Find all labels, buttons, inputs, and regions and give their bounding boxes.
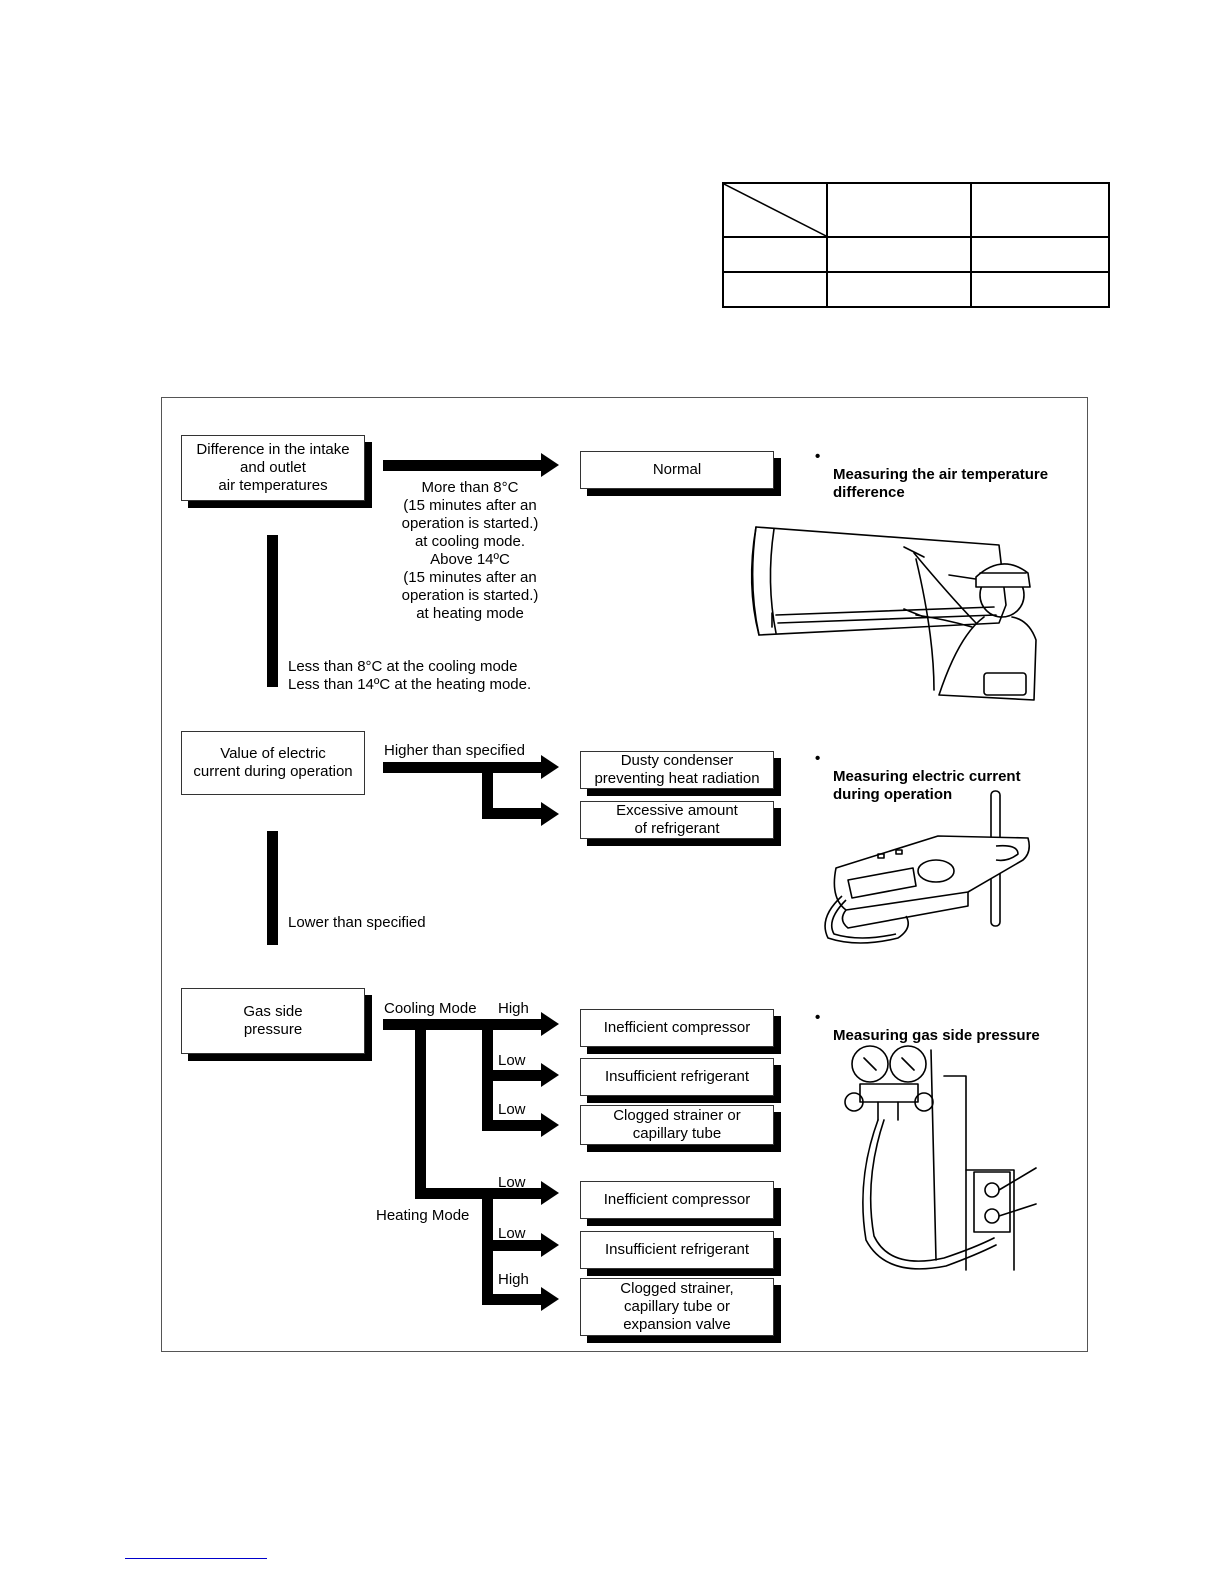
table-corner-cell — [722, 182, 828, 238]
check-box-gas-pressure: Gas side pressure — [181, 988, 365, 1054]
condition-pass-label: More than 8°C (15 minutes after an opera… — [401, 479, 539, 622]
result-insufficient-refrigerant-heating: Insufficient refrigerant — [580, 1231, 774, 1269]
clamp-meter-illustration — [824, 790, 1030, 944]
condition-lower-label: Lower than specified — [288, 914, 426, 931]
bullet-icon: • — [815, 750, 821, 767]
bullet-icon: • — [815, 448, 821, 465]
flow-bar-step1 — [267, 535, 278, 687]
note-air-temperature: •Measuring the air temperature differenc… — [815, 448, 1049, 501]
condition-fail-label: Less than 8°C at the cooling mode Less t… — [288, 658, 532, 693]
condition-higher-label: Higher than specified — [384, 742, 525, 759]
arrow-cooling-mode — [383, 1012, 559, 1137]
arrow-heating-mode — [415, 1019, 559, 1311]
result-inefficient-compressor-heating: Inefficient compressor — [580, 1181, 774, 1219]
result-insufficient-refrigerant-cooling: Insufficient refrigerant — [580, 1058, 774, 1096]
branch-level-label: Low — [498, 1174, 526, 1191]
result-normal: Normal — [580, 451, 774, 489]
result-clogged-strainer-heating: Clogged strainer, capillary tube or expa… — [580, 1278, 774, 1336]
note-gas-pressure: •Measuring gas side pressure — [815, 1009, 1040, 1044]
table-cell — [722, 271, 828, 308]
result-excessive-refrigerant: Excessive amount of refrigerant — [580, 801, 774, 839]
arrow-higher-than-specified — [383, 755, 559, 826]
table-cell — [970, 182, 1110, 238]
table-cell — [970, 236, 1110, 273]
table-cell — [826, 182, 972, 238]
arrow-to-normal — [383, 453, 559, 477]
reference-table — [722, 182, 1110, 308]
technician-measuring-air-temperature-illustration — [750, 526, 1037, 701]
result-clogged-strainer-cooling: Clogged strainer or capillary tube — [580, 1105, 774, 1145]
manifold-gauge-set-illustration — [844, 1045, 1037, 1271]
table-cell — [826, 271, 972, 308]
check-box-air-temperature: Difference in the intake and outlet air … — [181, 435, 365, 501]
troubleshooting-diagram-frame — [161, 397, 1088, 1352]
table-cell — [970, 271, 1110, 308]
check-box-electric-current: Value of electric current during operati… — [181, 731, 365, 795]
cooling-mode-label: Cooling Mode — [384, 1000, 477, 1017]
flow-bar-step2 — [267, 831, 278, 945]
result-dusty-condenser: Dusty condenser preventing heat radiatio… — [580, 751, 774, 789]
branch-level-label: High — [498, 1000, 529, 1017]
branch-level-label: Low — [498, 1101, 526, 1118]
result-inefficient-compressor-cooling: Inefficient compressor — [580, 1009, 774, 1047]
branch-level-label: High — [498, 1271, 529, 1288]
branch-level-label: Low — [498, 1052, 526, 1069]
table-cell — [722, 236, 828, 273]
diagonal-line — [724, 184, 826, 237]
table-cell — [826, 236, 972, 273]
bullet-icon: • — [815, 1009, 821, 1026]
heating-mode-label: Heating Mode — [376, 1207, 470, 1224]
note-electric-current: •Measuring electric current during opera… — [815, 750, 1021, 803]
footer-rule — [125, 1558, 267, 1559]
branch-level-label: Low — [498, 1225, 526, 1242]
